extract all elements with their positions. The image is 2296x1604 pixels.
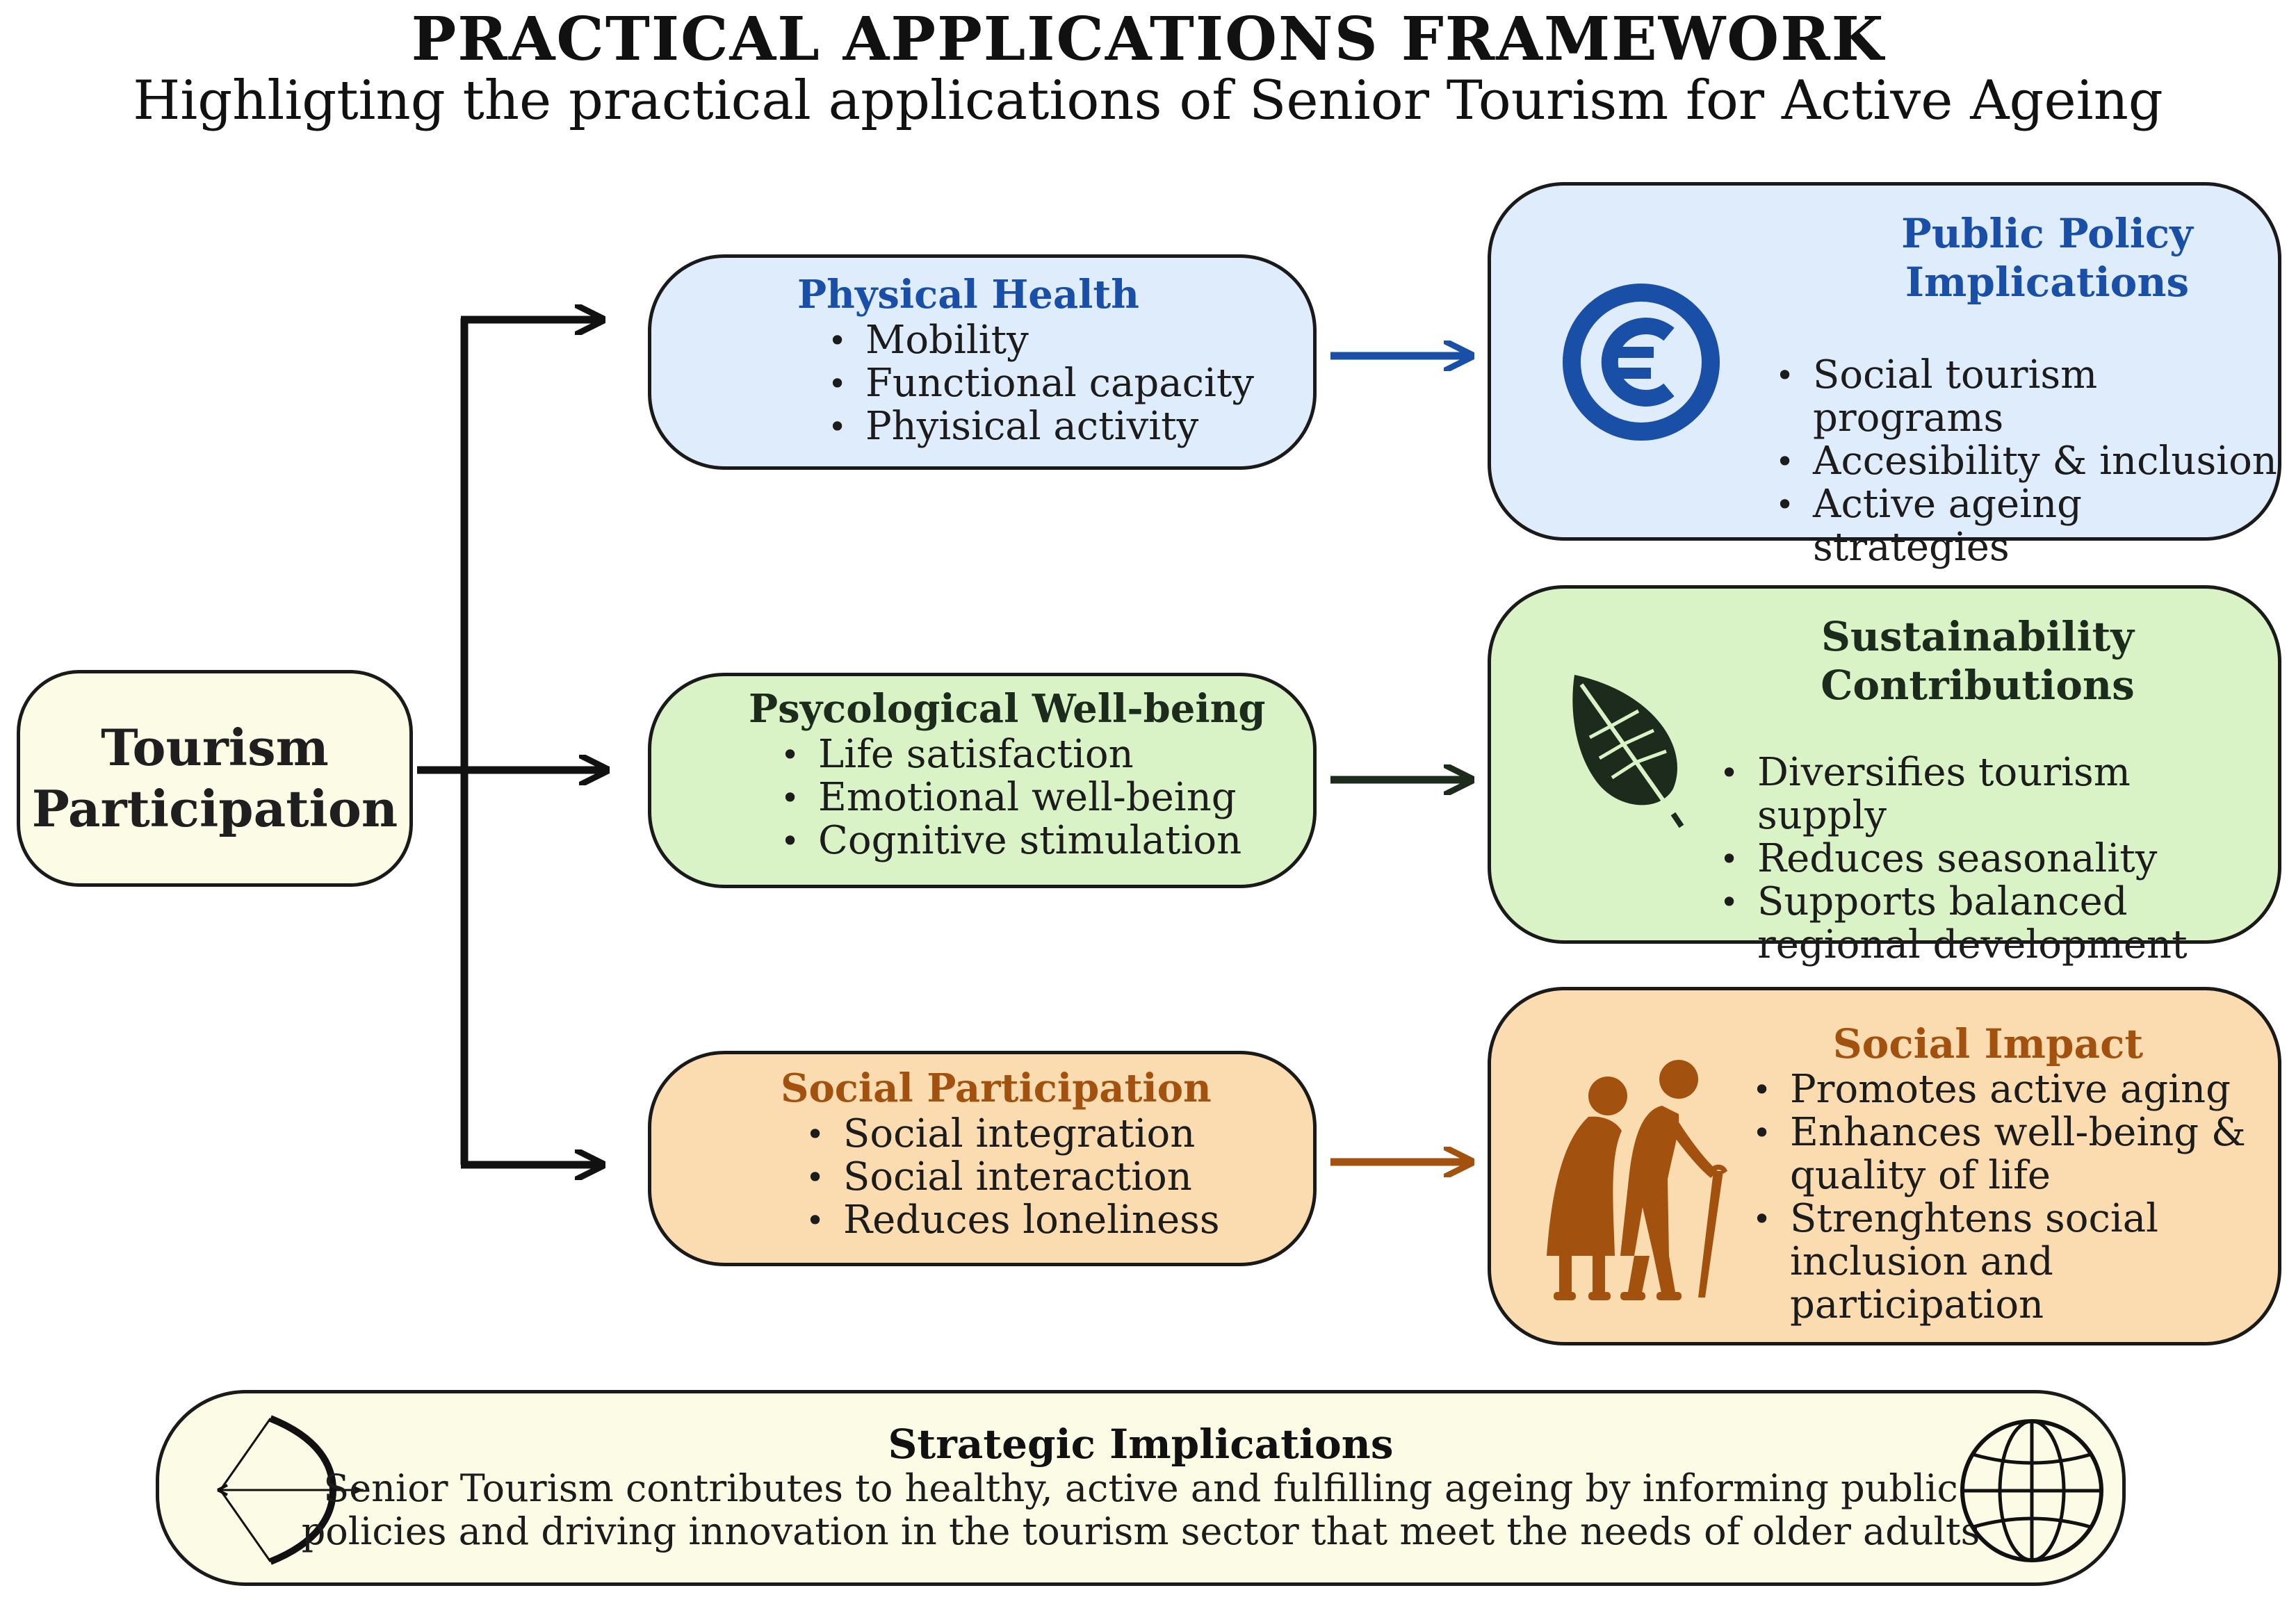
list-item: Active ageing strategies: [1773, 483, 2278, 569]
psychological-wellbeing-box: Psycological Well-being Life satisfactio…: [648, 673, 1317, 888]
trunk-connector: [417, 318, 469, 1165]
public-policy-heading: Public Policy Implications: [1853, 209, 2242, 306]
public-policy-heading-line-2: Implications: [1905, 259, 2190, 306]
list-item: Social tourism programs: [1773, 354, 2278, 440]
physical-health-list: Mobility Functional capacity Phyisical a…: [825, 319, 1254, 449]
physical-health-box: Physical Health Mobility Functional capa…: [648, 254, 1317, 470]
elderly-couple-icon: [1547, 1060, 1727, 1300]
list-item: Reduces loneliness: [803, 1199, 1220, 1243]
list-item: Social integration: [803, 1113, 1220, 1156]
list-item: Diversifies tourism supply: [1717, 751, 2259, 837]
globe-icon: [1960, 1419, 2103, 1562]
list-item: Enhances well-being & quality of life: [1750, 1111, 2264, 1197]
tourism-line-1: Tourism: [101, 718, 329, 777]
sustainability-heading-line-1: Sustainability: [1821, 613, 2134, 660]
list-item: Accesibility & inclusion: [1773, 440, 2278, 484]
tourism-participation-box: Tourism Participation: [17, 670, 413, 887]
strategic-heading: Strategic Implications: [888, 1421, 1394, 1468]
physical-health-heading: Physical Health: [797, 272, 1139, 318]
social-impact-list: Promotes active aging Enhances well-bein…: [1750, 1068, 2264, 1327]
strategic-implications-box: Strategic Implications Senior Tourism co…: [156, 1390, 2126, 1586]
tourism-line-2: Participation: [31, 779, 398, 838]
bow-and-arrow-icon: [217, 1415, 364, 1565]
page-subtitle: Highligting the practical applications o…: [133, 69, 2163, 132]
strategic-text-line-1: Senior Tourism contributes to healthy, a…: [323, 1466, 1958, 1510]
list-item: Reduces seasonality: [1717, 837, 2259, 881]
strategic-text-line-2: policies and driving innovation in the t…: [301, 1509, 1980, 1553]
sustainability-heading-line-2: Contributions: [1821, 662, 2135, 709]
list-item: Cognitive stimulation: [778, 819, 1241, 863]
list-item: Life satisfaction: [778, 733, 1241, 777]
social-impact-box: Social Impact Promotes active aging Enha…: [1488, 987, 2281, 1345]
list-item: Mobility: [825, 319, 1254, 363]
page-title: PRACTICAL APPLICATIONS FRAMEWORK: [411, 4, 1885, 74]
social-participation-list: Social integration Social interaction Re…: [803, 1113, 1220, 1243]
public-policy-box: Public Policy Implications Social touris…: [1488, 182, 2281, 569]
sustainability-heading: Sustainability Contributions: [1783, 612, 2172, 710]
public-policy-heading-line-1: Public Policy: [1901, 210, 2193, 257]
social-participation-heading: Social Participation: [781, 1065, 1212, 1111]
list-item: Strenghtens social inclusion and partici…: [1750, 1197, 2264, 1327]
sustainability-list: Diversifies tourism supply Reduces seaso…: [1717, 751, 2259, 967]
public-policy-list: Social tourism programs Accesibility & i…: [1773, 354, 2278, 569]
social-participation-box: Social Participation Social integration …: [648, 1051, 1317, 1266]
euro-icon: [1563, 284, 1720, 441]
list-item: Functional capacity: [825, 362, 1254, 406]
psychological-list: Life satisfaction Emotional well-being C…: [778, 733, 1241, 863]
list-item: Promotes active aging: [1750, 1068, 2264, 1112]
leaf-icon: [1572, 675, 1684, 828]
sustainability-box: Sustainability Contributions Diversifies…: [1488, 585, 2281, 967]
list-item: Supports balanced regional development: [1717, 881, 2259, 967]
strategic-text: Senior Tourism contributes to healthy, a…: [159, 1467, 2122, 1553]
list-item: Social interaction: [803, 1156, 1220, 1200]
list-item: Phyisical activity: [825, 405, 1254, 449]
psychological-heading: Psycological Well-being: [749, 686, 1266, 732]
list-item: Emotional well-being: [778, 776, 1241, 820]
social-impact-heading: Social Impact: [1832, 1020, 2144, 1067]
